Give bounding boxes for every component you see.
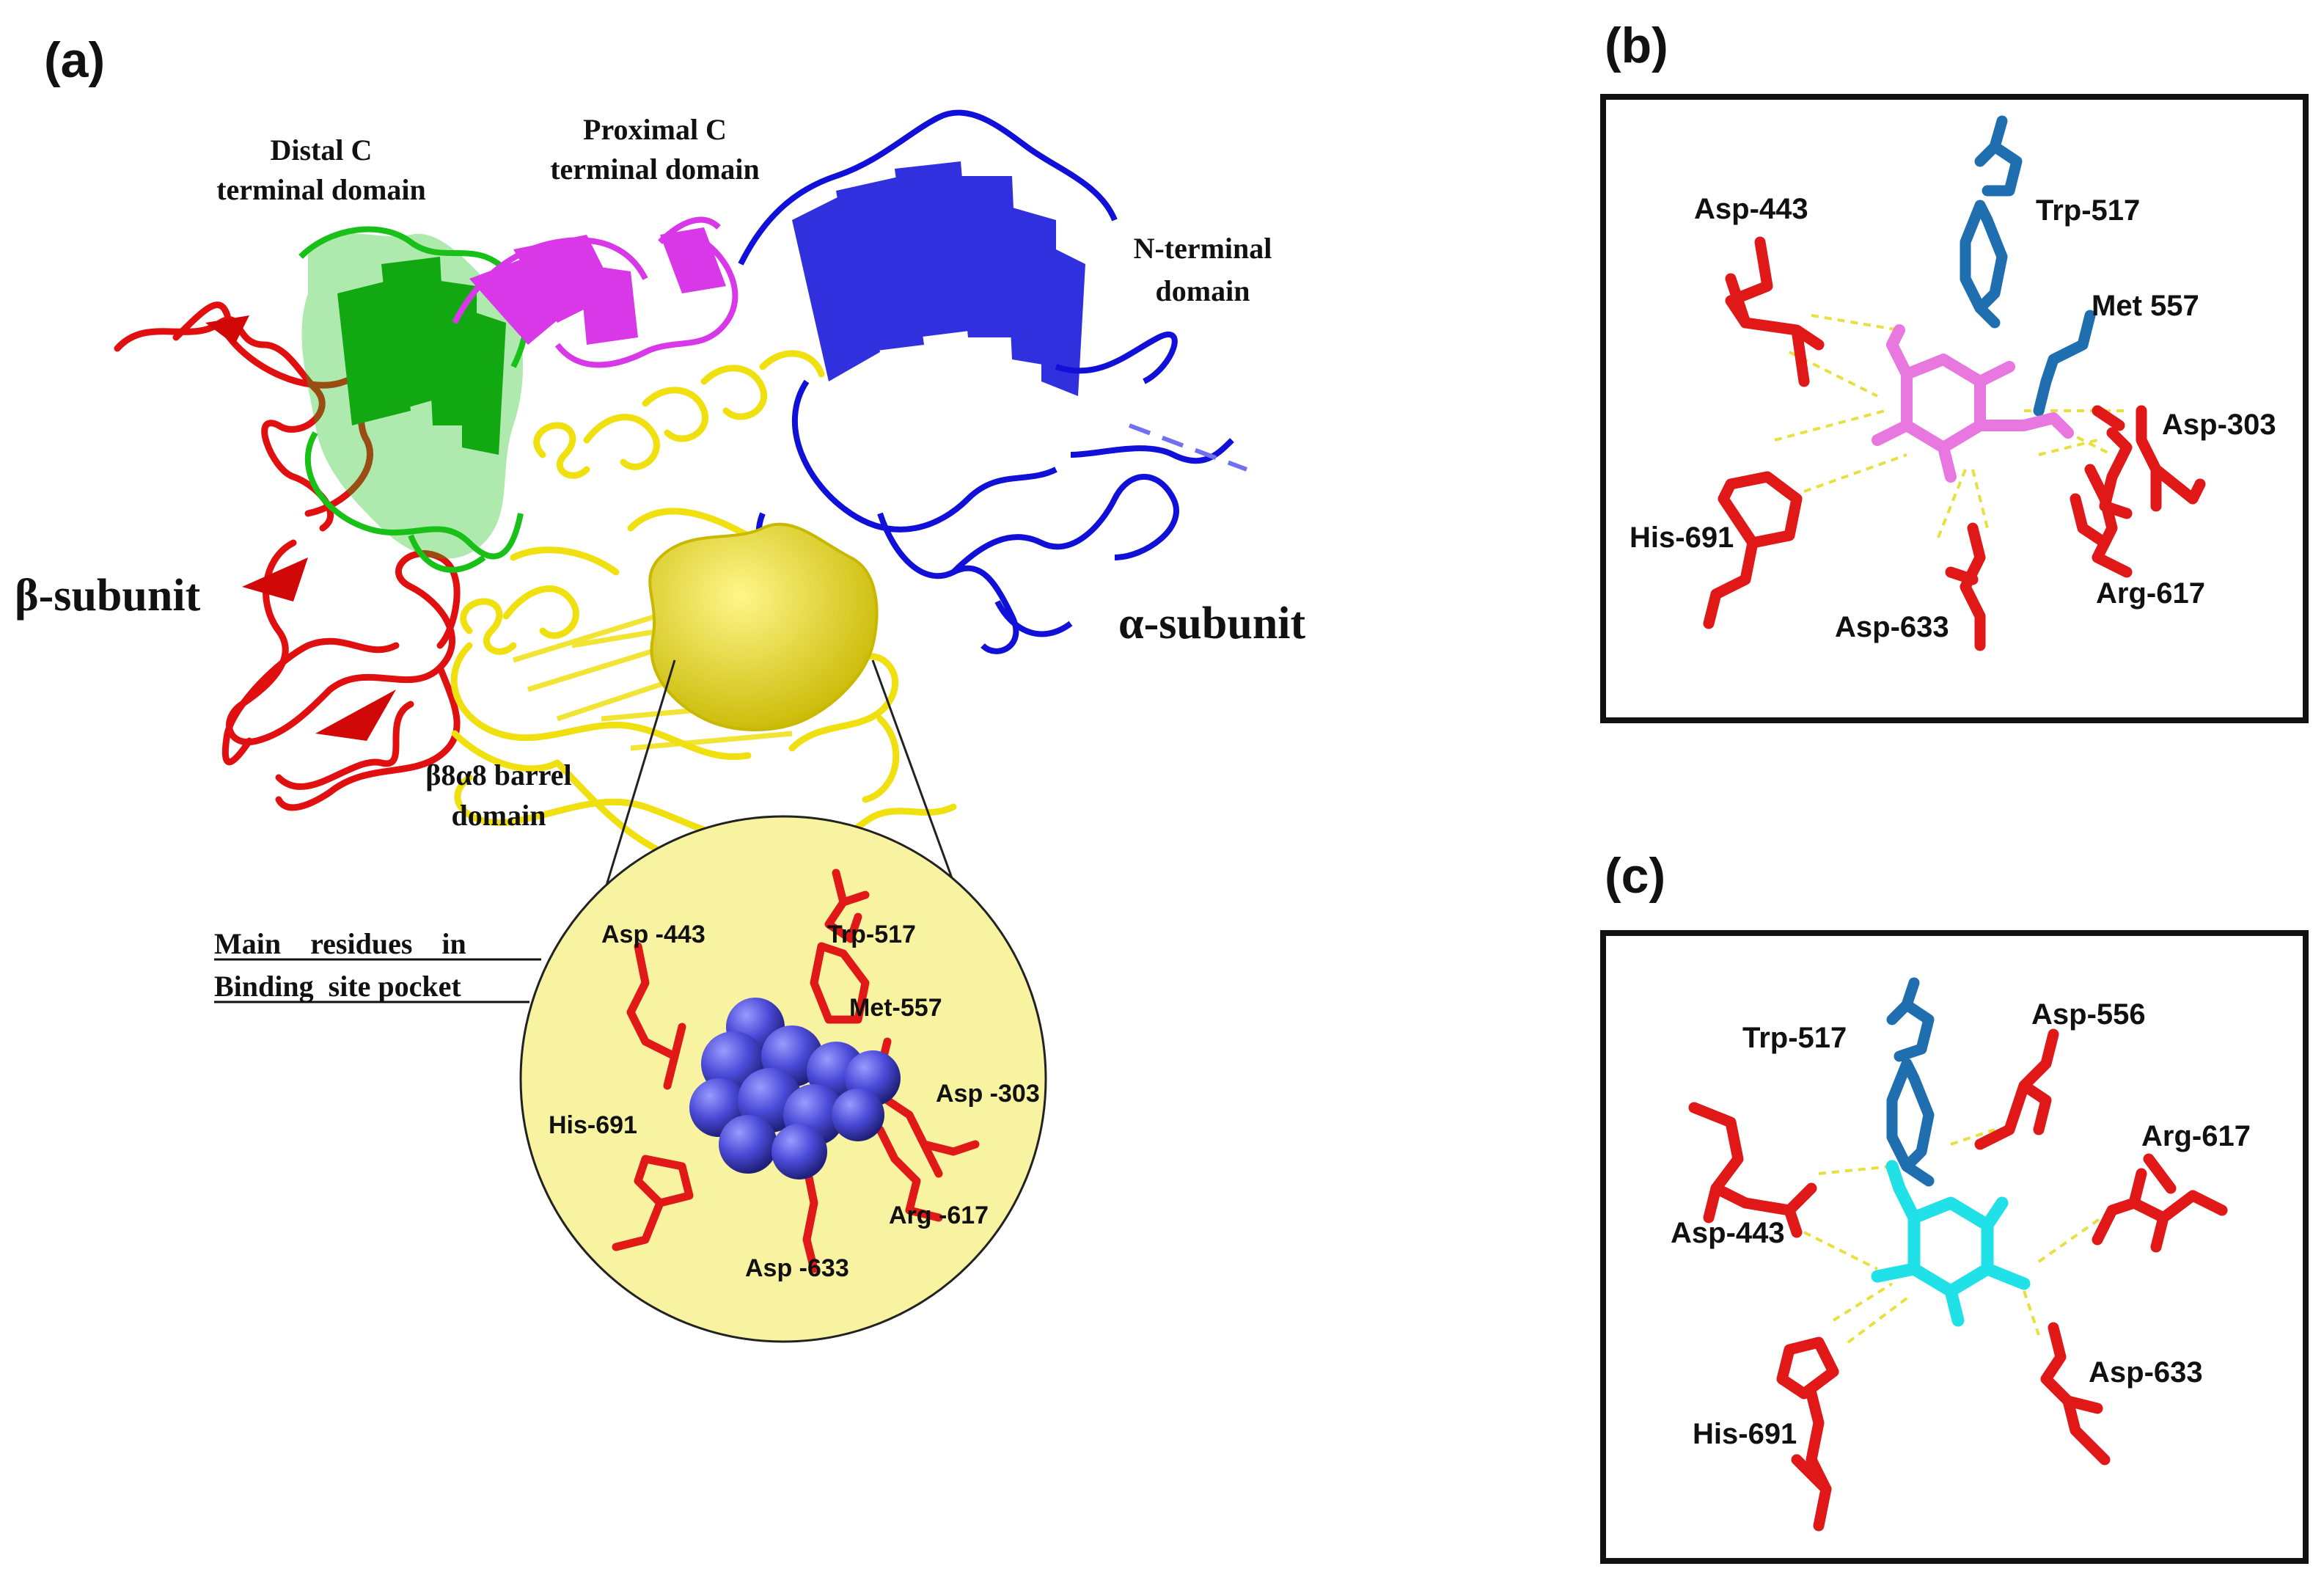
panel-b-ligand bbox=[1872, 324, 2074, 483]
panel-b-red-sticks bbox=[1703, 236, 2206, 651]
panel-b-frame bbox=[1600, 94, 2309, 723]
panel-b-blue-sticks bbox=[1960, 115, 2096, 417]
inset-label-met557: Met-557 bbox=[849, 994, 942, 1022]
beta-arrow-1 bbox=[242, 557, 308, 601]
beta-arrow-2 bbox=[315, 690, 396, 741]
label-distal-c-2: terminal domain bbox=[216, 173, 426, 206]
zoom-line-left bbox=[600, 659, 676, 903]
label-barrel-2: domain bbox=[452, 799, 546, 832]
label-beta-subunit: β-subunit bbox=[15, 571, 201, 621]
pocket-caption-1: Main residues in bbox=[214, 927, 466, 960]
panel-b-tag: (b) bbox=[1605, 18, 1668, 73]
n-terminal-domain-ribbon bbox=[738, 109, 1248, 654]
distal-c-domain-ribbon bbox=[298, 226, 529, 573]
b-label-asp633: Asp-633 bbox=[1835, 611, 1949, 643]
b-label-asp303: Asp-303 bbox=[2162, 409, 2276, 441]
label-n-terminal-2: domain bbox=[1156, 274, 1250, 307]
c-label-his691: His-691 bbox=[1693, 1418, 1797, 1450]
c-label-asp633: Asp-633 bbox=[2089, 1356, 2203, 1389]
c-label-asp556: Asp-556 bbox=[2031, 998, 2146, 1031]
inset-label-asp303: Asp -303 bbox=[936, 1080, 1040, 1108]
label-proximal-c-1: Proximal C bbox=[583, 113, 727, 146]
panel-c-tag: (c) bbox=[1605, 848, 1665, 904]
beta-arrow-3 bbox=[205, 315, 249, 345]
panel-c-hbonds bbox=[1803, 1128, 2114, 1344]
zoom-line-right bbox=[871, 659, 962, 903]
inset-label-trp517: Trp-517 bbox=[827, 921, 916, 948]
c-label-trp517: Trp-517 bbox=[1742, 1022, 1847, 1054]
panel-c-ligand bbox=[1871, 1160, 2031, 1327]
proximal-c-domain-ribbon bbox=[452, 216, 738, 368]
ligand-spheres bbox=[689, 998, 901, 1179]
panel-c-blue-sticks bbox=[1886, 977, 1935, 1187]
b-label-trp517: Trp-517 bbox=[2036, 194, 2140, 227]
inset-label-his691: His-691 bbox=[549, 1111, 637, 1139]
label-alpha-subunit: α-subunit bbox=[1118, 599, 1306, 648]
c-label-arg617: Arg-617 bbox=[2141, 1120, 2251, 1152]
panel-c-red-sticks bbox=[1688, 1028, 2228, 1532]
b-label-asp443: Asp-443 bbox=[1694, 193, 1808, 225]
binding-pocket-inset: Asp -443 Trp-517 Met-557 Asp -303 His-69… bbox=[519, 815, 1047, 1343]
label-barrel-1: β8α8 barrel bbox=[425, 758, 571, 791]
c-label-asp443: Asp-443 bbox=[1671, 1217, 1785, 1249]
label-n-terminal-1: N-terminal bbox=[1134, 232, 1272, 265]
panel-c: (c) bbox=[1600, 848, 2309, 1564]
b-label-his691: His-691 bbox=[1630, 522, 1734, 554]
inset-label-arg617: Arg -617 bbox=[889, 1202, 989, 1229]
panel-a-tag: (a) bbox=[44, 32, 105, 88]
b-label-met557: Met 557 bbox=[2092, 290, 2199, 322]
panel-a: (a) bbox=[15, 32, 1306, 1343]
b-label-arg617: Arg-617 bbox=[2096, 577, 2205, 610]
barrel-domain-ribbon bbox=[450, 350, 957, 855]
panel-b: (b) bbox=[1600, 18, 2309, 723]
label-distal-c-1: Distal C bbox=[271, 134, 373, 167]
panel-c-frame bbox=[1600, 930, 2309, 1564]
inset-label-asp443: Asp -443 bbox=[601, 921, 705, 948]
label-proximal-c-2: terminal domain bbox=[550, 153, 760, 186]
pocket-caption-2: Binding site pocket bbox=[214, 970, 461, 1003]
beta-subunit-ribbon bbox=[114, 301, 461, 811]
inset-label-asp633: Asp -633 bbox=[745, 1254, 849, 1282]
inset-residue-sticks bbox=[612, 868, 980, 1273]
